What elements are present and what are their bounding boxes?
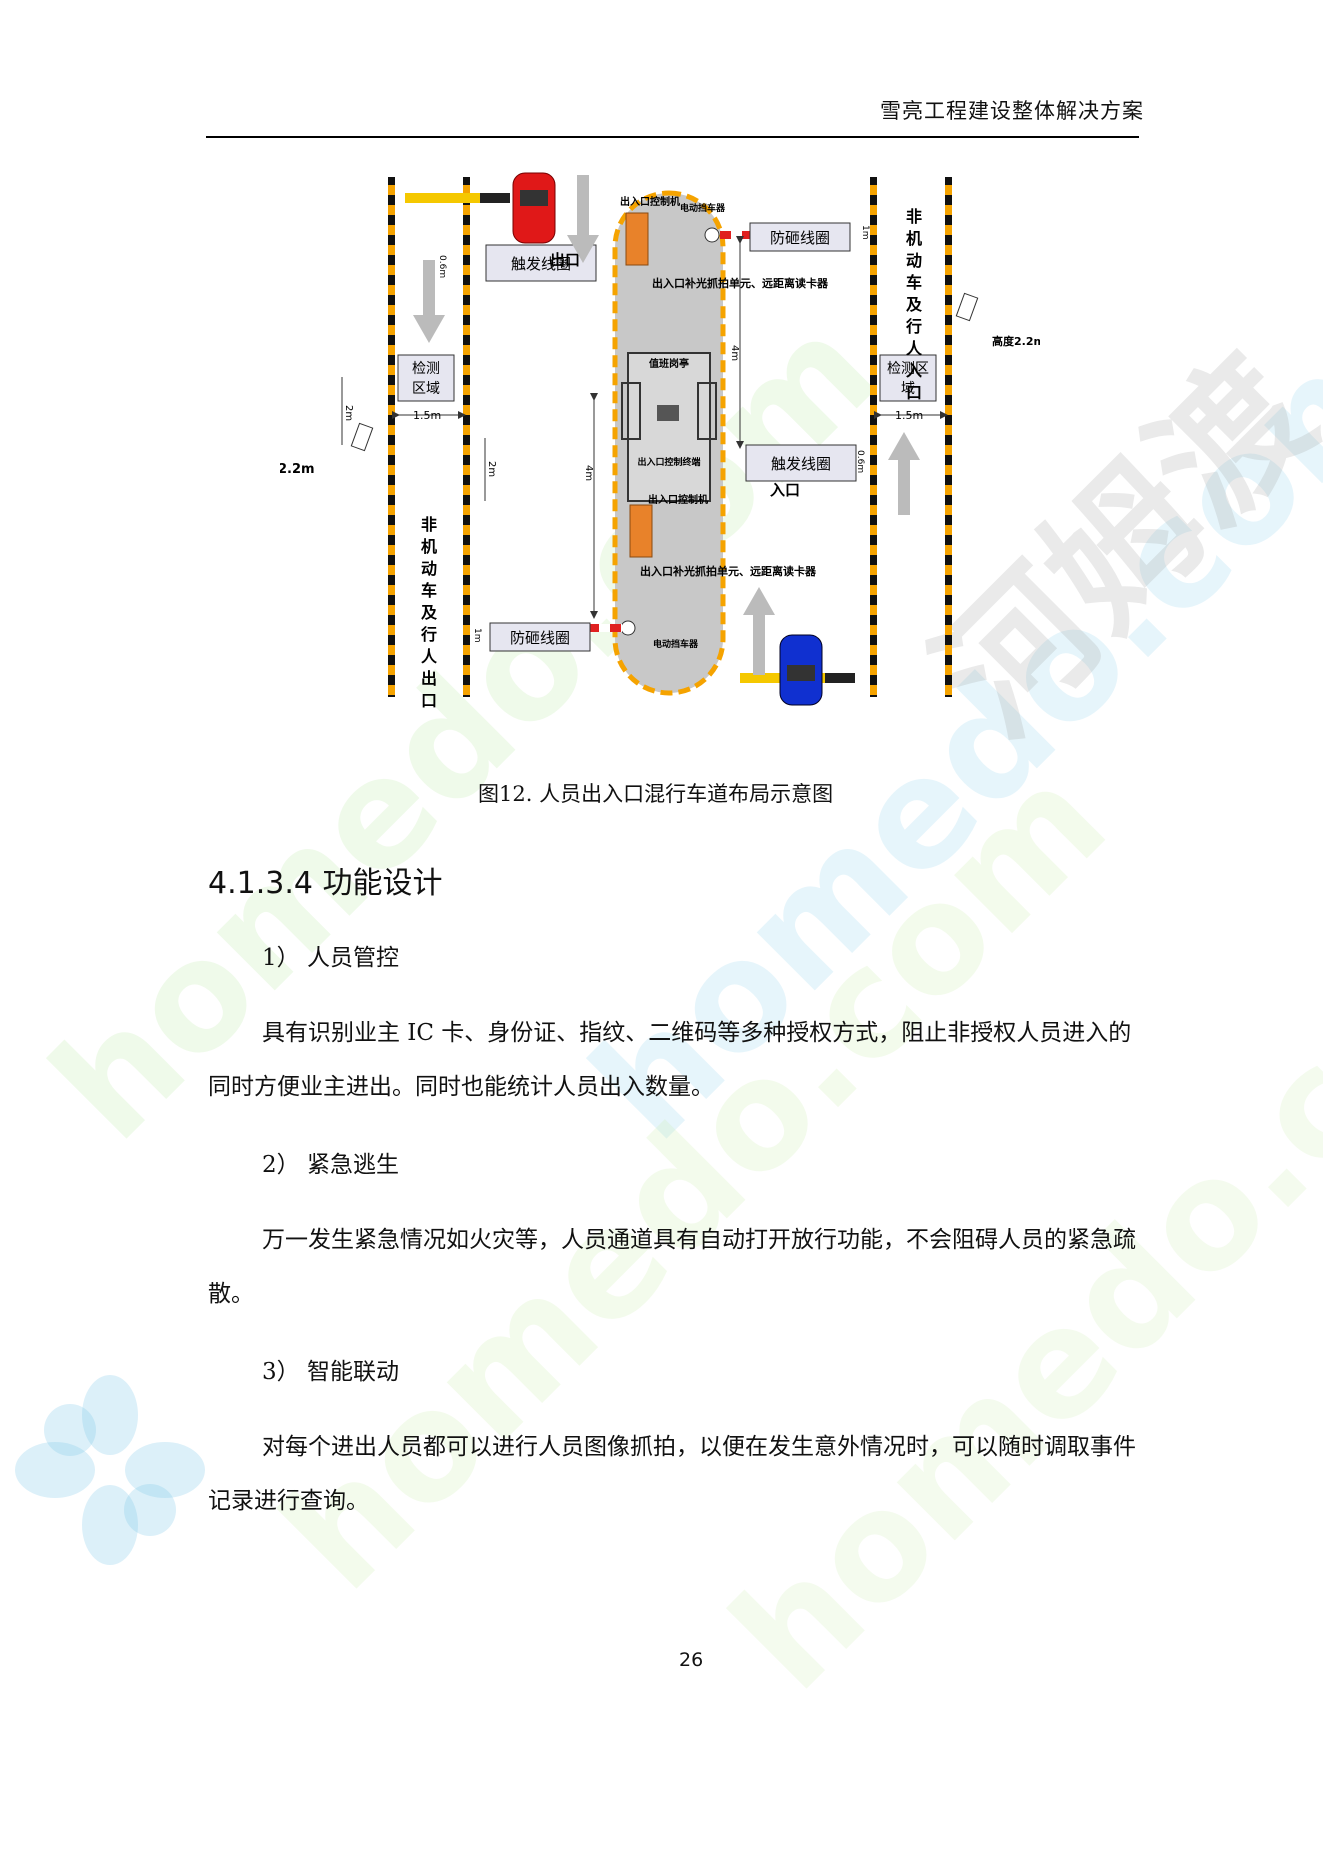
layout-diagram: 值班岗亭 出入口控制终端 出入口控制机 出入口控制机 出入口补光抓拍单元、远距离… — [252, 165, 1045, 725]
vertical-label-char: 行 — [905, 317, 922, 336]
exit-car-icon — [405, 172, 556, 244]
dim-1-5m-right: 1.5m — [895, 409, 923, 422]
computer-icon — [657, 405, 679, 421]
barrier-bottom-label: 电动挡车器 — [653, 638, 699, 650]
lane-pole — [870, 177, 877, 697]
controller-bottom-label: 出入口控制机 — [648, 493, 708, 506]
vertical-label-char: 非 — [421, 515, 437, 534]
vertical-label-char: 动 — [421, 559, 437, 578]
lane-pole — [463, 177, 470, 697]
anti-smash-loop-top — [749, 222, 851, 252]
vertical-label-char: 及 — [421, 603, 438, 622]
barrier-top-icon — [704, 227, 720, 243]
detect-area-left-label: 检测 — [412, 361, 440, 377]
nonmotor-entry-arrow — [888, 432, 920, 515]
trigger-loop-bottom-label: 触发线圈 — [771, 455, 831, 473]
vertical-label-char: 口 — [906, 383, 922, 402]
vertical-label-char: 机 — [906, 229, 922, 248]
camera-left-icon — [350, 422, 374, 452]
vertical-label-char: 行 — [420, 625, 437, 644]
dim-1-5m-left: 1.5m — [413, 409, 441, 422]
entry-car-icon — [740, 634, 855, 706]
trigger-loop-top-label: 触发线圈 — [511, 255, 571, 273]
height-right-label: 高度2.2m — [992, 334, 1040, 348]
vertical-label-char: 机 — [421, 537, 437, 556]
terminal-label: 出入口控制终端 — [637, 456, 700, 468]
dim-0-6m-bottom: 0.6m — [855, 450, 865, 473]
barrier-top-label: 电动挡车器 — [680, 202, 726, 214]
exit-direction-arrow — [567, 175, 599, 263]
dim-1m-bottom: 1m — [472, 628, 482, 643]
booth-label: 值班岗亭 — [649, 357, 689, 370]
entry-label: 入口 — [770, 481, 800, 499]
dim-4m-left: 4m — [583, 465, 594, 481]
controller-top-label: 出入口控制机 — [620, 195, 680, 208]
header-rule — [206, 136, 1139, 138]
dim-2m-left: 2m — [343, 405, 354, 421]
height-left-label: 高度2.2m — [280, 461, 315, 477]
dim-2m-right: 2m — [486, 461, 497, 477]
list-item-label: 3） 智能联动 — [262, 1359, 399, 1385]
vertical-label-char: 车 — [906, 273, 922, 292]
entry-direction-arrow — [743, 587, 775, 675]
detect-area-right — [879, 354, 937, 402]
vertical-label-char: 入 — [906, 361, 922, 380]
list-item-text: 对每个进出人员都可以进行人员图像抓拍，以便在发生意外情况时，可以随时调取事件记录… — [208, 1434, 1136, 1514]
vertical-label-char: 及 — [906, 295, 923, 314]
vertical-label-char: 人 — [906, 339, 923, 358]
list-item-text: 具有识别业主 IC 卡、身份证、指纹、二维码等多种授权方式，阻止非授权人员进入的… — [208, 1020, 1132, 1100]
section-title: 4.1.3.4 功能设计 — [208, 866, 443, 901]
vertical-label-char: 车 — [421, 581, 437, 600]
trigger-loop-bottom — [745, 444, 857, 482]
watermark-flower-icon — [15, 1375, 205, 1565]
booth-window — [697, 382, 717, 440]
capture-unit-bottom-label: 出入口补光抓拍单元、远距离读卡器 — [640, 564, 817, 578]
page-header-title: 雪亮工程建设整体解决方案 — [880, 99, 1144, 123]
controller-bottom-icon — [629, 504, 653, 558]
nonmotor-exit-arrow — [413, 260, 445, 343]
anti-smash-loop-bottom — [489, 622, 591, 652]
dim-1m-top: 1m — [860, 225, 870, 240]
anti-smash-loop-top-label: 防砸线圈 — [770, 229, 830, 247]
page-number: 26 — [679, 1649, 704, 1671]
exit-label: 出口 — [550, 251, 580, 269]
vertical-label-char: 非 — [906, 207, 922, 226]
camera-right-icon — [955, 292, 979, 322]
list-item-text: 万一发生紧急情况如火灾等，人员通道具有自动打开放行功能，不会阻碍人员的紧急疏散。 — [208, 1227, 1136, 1307]
anti-smash-loop-bottom-label: 防砸线圈 — [510, 629, 570, 647]
detect-area-right-label: 域 — [901, 381, 915, 397]
diagram-svg: 值班岗亭 出入口控制终端 出入口控制机 出入口控制机 出入口补光抓拍单元、远距离… — [252, 172, 1045, 710]
vertical-label-char: 出 — [421, 669, 437, 688]
booth-window — [621, 382, 641, 440]
vertical-label-char: 口 — [421, 691, 437, 710]
vertical-label-char: 动 — [906, 251, 922, 270]
dim-0-6m-top: 0.6m — [437, 255, 447, 278]
detect-area-left — [397, 354, 455, 402]
barrier-bottom-icon — [620, 620, 636, 636]
detect-area-right-label: 检测区 — [887, 361, 929, 377]
controller-top-icon — [625, 212, 649, 266]
detect-area-left-label: 区域 — [412, 381, 440, 397]
dim-4m-right: 4m — [729, 345, 740, 361]
lane-pole — [945, 177, 952, 697]
duty-booth — [627, 352, 711, 502]
vertical-label-char: 人 — [421, 647, 438, 666]
list-item-label: 2） 紧急逃生 — [262, 1152, 399, 1178]
lane-pole — [388, 177, 395, 697]
list-item-label: 1） 人员管控 — [262, 945, 399, 971]
figure-caption: 图12. 人员出入口混行车道布局示意图 — [478, 782, 834, 806]
